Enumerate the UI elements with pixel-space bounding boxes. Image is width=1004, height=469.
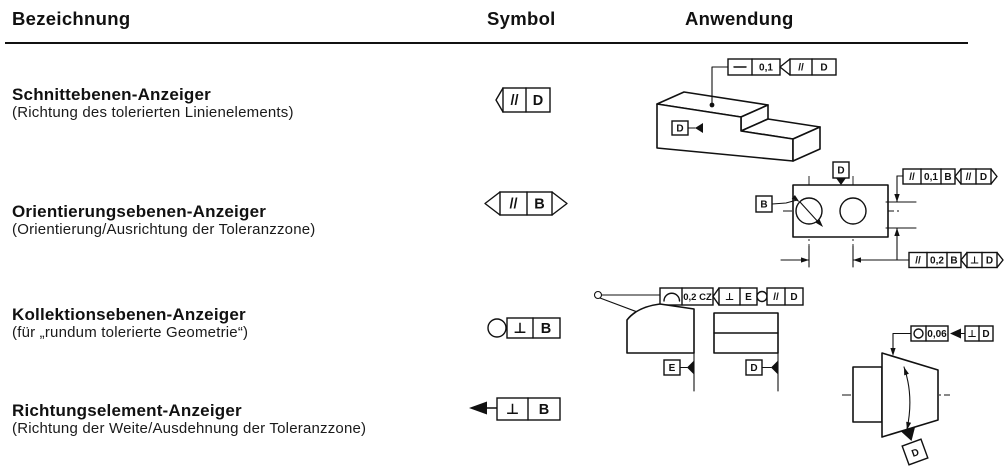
svg-text:0,1: 0,1 [924,172,938,183]
svg-text:E: E [745,292,752,303]
svg-text:⊥: ⊥ [725,292,734,303]
column-header-anwendung: Anwendung [685,8,794,29]
roundness-icon [913,328,924,339]
svg-text://: // [915,256,921,267]
datum-triangle-icon [695,123,703,133]
intersection-plane-indicator-icon: // D [495,87,551,113]
row-subtitle: (für „rundum tolerierte Geometrie“) [12,324,249,341]
row-title: Schnittebenen-Anzeiger [12,85,211,104]
svg-text:D: D [837,166,844,177]
svg-text:D: D [982,329,989,340]
svg-text:D: D [820,63,827,74]
svg-text:⊥: ⊥ [513,321,526,337]
row-subtitle: (Richtung des tolerierten Linienelements… [12,104,294,121]
svg-text://: // [909,172,915,183]
datum-triangle-icon [901,427,915,441]
svg-text://: // [773,292,779,303]
collection-plane-circle-icon [756,290,768,303]
row-title: Richtungselement-Anzeiger [12,401,242,420]
svg-text:0,2 CZ: 0,2 CZ [683,292,712,303]
row-title: Orientierungsebenen-Anzeiger [12,202,267,221]
line-profile-icon [663,292,681,302]
datum-triangle-icon [771,360,778,375]
svg-text:B: B [541,321,551,337]
svg-text:B: B [944,172,951,183]
svg-text:E: E [669,363,676,374]
datum-triangle-icon [836,178,846,185]
svg-text:B: B [760,200,767,211]
direction-arrow-icon [950,328,961,339]
direction-element-indicator-icon: ⊥ B [469,397,561,421]
svg-text:B: B [950,256,957,267]
drawing-plate-application: D B // 0,1 B // D [755,161,1004,269]
svg-text:⊥: ⊥ [506,402,519,418]
svg-text://: // [509,197,517,213]
svg-text:B: B [539,402,549,418]
row-title: Kollektionsebenen-Anzeiger [12,305,246,324]
orientation-plane-indicator-icon: // B [484,191,568,216]
svg-text:D: D [750,363,757,374]
drawing-block-application: 0,1 // D D [656,58,837,162]
column-header-symbol: Symbol [487,8,556,29]
svg-text:D: D [790,292,797,303]
svg-text:D: D [910,447,921,460]
row-subtitle: (Orientierung/Ausrichtung der Toleranzzo… [12,221,316,238]
drawing-cone-application: 0,06 ⊥ D D [842,325,994,466]
column-header-bezeichnung: Bezeichnung [12,8,131,29]
svg-text:⊥: ⊥ [967,329,976,340]
svg-text:D: D [676,124,683,135]
svg-text:0,1: 0,1 [759,63,773,74]
svg-text:0,2: 0,2 [930,256,944,267]
svg-text://: // [798,63,804,74]
datum-triangle-icon [687,360,694,375]
svg-text:D: D [533,93,543,109]
row-subtitle: (Richtung der Weite/Ausdehnung der Toler… [12,420,367,437]
svg-text:0,06: 0,06 [927,329,947,340]
collection-plane-indicator-icon: ⊥ B [487,317,561,339]
drawing-profiles-application: 0,2 CZ ⊥ E // D E D [593,287,804,392]
svg-text:B: B [534,197,544,213]
svg-text:D: D [980,172,987,183]
svg-text:D: D [986,256,993,267]
svg-text:⊥: ⊥ [970,256,979,267]
header-divider [5,42,968,44]
svg-text://: // [966,172,972,183]
svg-text://: // [510,93,518,109]
